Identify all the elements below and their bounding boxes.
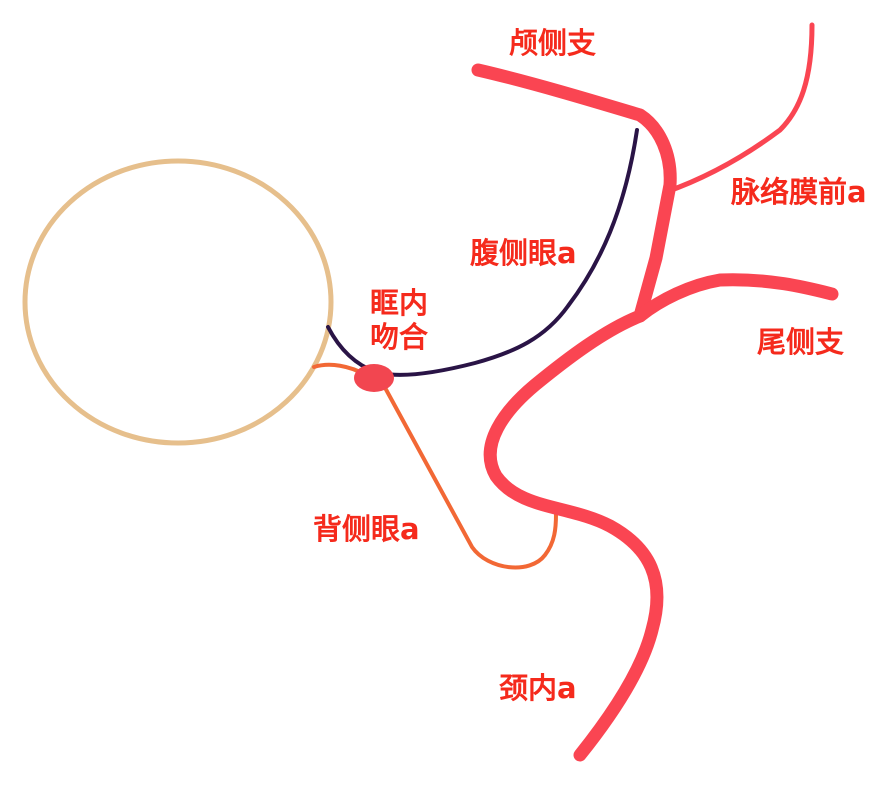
cranial-branch-label: 颅侧支 — [509, 26, 597, 60]
ventral-ophthalmic-label: 腹侧眼a — [470, 236, 577, 270]
anterior-choroidal-artery — [663, 22, 815, 195]
dorsal-ophthalmic-label: 背侧眼a — [313, 512, 420, 546]
caudal-branch-label: 尾侧支 — [757, 325, 845, 359]
caudal-branch — [633, 273, 839, 323]
internal-carotid-artery — [471, 63, 677, 762]
orbital-anastomosis-label: 眶内 吻合 — [370, 286, 428, 354]
anterior-choroidal-label: 脉络膜前a — [731, 175, 867, 209]
internal-carotid-label: 颈内a — [499, 671, 577, 705]
orbital-anastomosis-label-line2: 吻合 — [370, 320, 429, 354]
eye-outline — [22, 158, 334, 446]
orbital-anastomosis-label-line1: 眶内 — [370, 286, 429, 320]
orbital-anastomosis-node — [354, 364, 394, 392]
